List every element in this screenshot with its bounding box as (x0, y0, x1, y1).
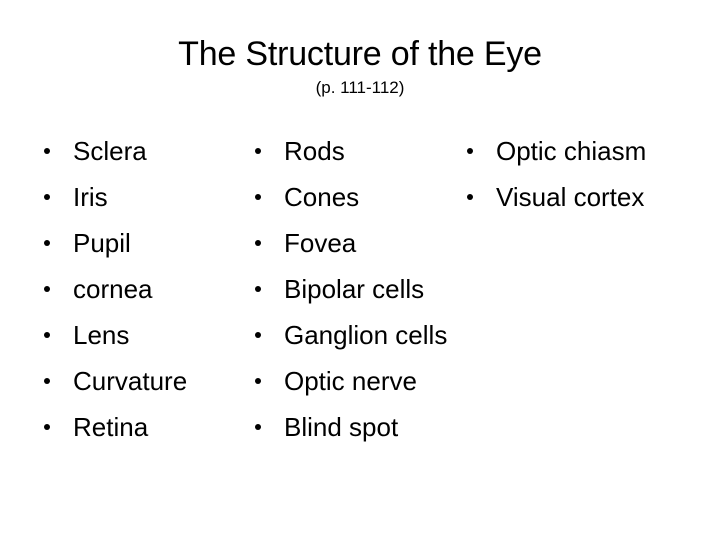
bullet-list-2: Rods Cones Fovea Bipolar cells Ganglion … (251, 128, 456, 450)
bullet-dot-icon (44, 194, 50, 200)
list-item-label: Pupil (73, 228, 131, 258)
bullet-list-1: Sclera Iris Pupil cornea Lens (40, 128, 240, 450)
list-item: Blind spot (251, 404, 456, 450)
page-subtitle: (p. 111-112) (315, 78, 405, 97)
list-item-label: Sclera (73, 136, 147, 166)
list-item: Fovea (251, 220, 456, 266)
bullet-dot-icon (44, 240, 50, 246)
list-item-label: Fovea (284, 228, 357, 258)
list-item-label: Cones (284, 182, 360, 212)
list-item: Optic chiasm (463, 128, 713, 174)
bullet-dot-icon (255, 378, 261, 384)
bullet-dot-icon (255, 194, 261, 200)
list-item-label: Blind spot (284, 412, 399, 442)
bullet-dot-icon (44, 332, 50, 338)
bullet-dot-icon (467, 194, 473, 200)
list-item-label: Optic chiasm (496, 136, 647, 166)
list-item: Bipolar cells (251, 266, 456, 312)
bullet-columns: Sclera Iris Pupil cornea Lens (0, 128, 720, 458)
list-item-label: cornea (73, 274, 153, 304)
list-item: Rods (251, 128, 456, 174)
bullet-dot-icon (255, 286, 261, 292)
bullet-dot-icon (44, 148, 50, 154)
list-item: Retina (40, 404, 240, 450)
bullet-column-3: Optic chiasm Visual cortex (463, 128, 713, 220)
bullet-dot-icon (255, 424, 261, 430)
bullet-dot-icon (44, 378, 50, 384)
list-item: cornea (40, 266, 240, 312)
bullet-list-3: Optic chiasm Visual cortex (463, 128, 713, 220)
title-block: The Structure of the Eye (p. 111-112) (0, 34, 720, 98)
list-item-label: Rods (284, 136, 345, 166)
list-item: Iris (40, 174, 240, 220)
list-item: Optic nerve (251, 358, 456, 404)
list-item-label: Iris (73, 182, 108, 212)
list-item: Pupil (40, 220, 240, 266)
bullet-dot-icon (467, 148, 473, 154)
bullet-dot-icon (44, 286, 50, 292)
list-item: Curvature (40, 358, 240, 404)
list-item-label: Retina (73, 412, 149, 442)
list-item-label: Optic nerve (284, 366, 417, 396)
bullet-column-1: Sclera Iris Pupil cornea Lens (40, 128, 240, 450)
list-item-label: Lens (73, 320, 130, 350)
list-item: Ganglion cells (251, 312, 456, 358)
list-item-label: Ganglion cells (284, 320, 448, 350)
list-item: Lens (40, 312, 240, 358)
list-item: Visual cortex (463, 174, 713, 220)
list-item-label: Bipolar cells (284, 274, 425, 304)
page-title: The Structure of the Eye (178, 35, 542, 73)
bullet-dot-icon (44, 424, 50, 430)
list-item: Cones (251, 174, 456, 220)
bullet-dot-icon (255, 332, 261, 338)
list-item: Sclera (40, 128, 240, 174)
list-item-label: Visual cortex (496, 182, 645, 212)
bullet-dot-icon (255, 148, 261, 154)
bullet-column-2: Rods Cones Fovea Bipolar cells Ganglion … (251, 128, 456, 450)
list-item-label: Curvature (73, 366, 188, 396)
bullet-dot-icon (255, 240, 261, 246)
